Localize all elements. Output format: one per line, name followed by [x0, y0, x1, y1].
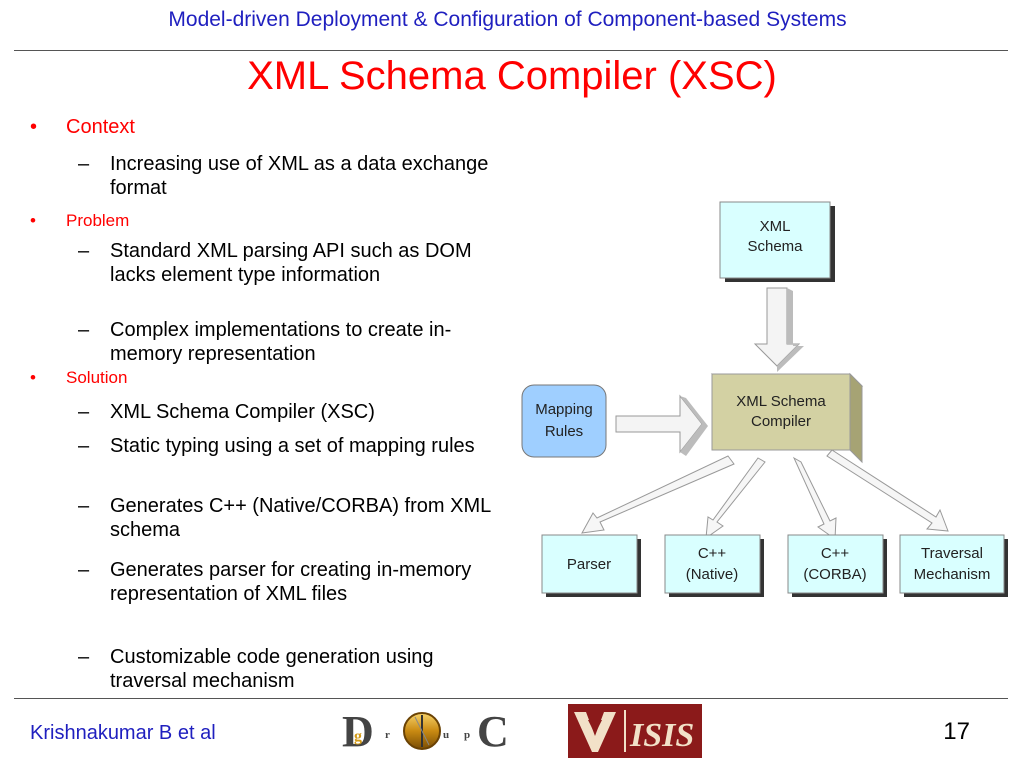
footer-author: Krishnakumar B et al	[30, 722, 216, 744]
svg-text:p: p	[464, 729, 470, 741]
sub-item-text: Generates parser for creating in-memory …	[110, 559, 472, 605]
svg-text:u: u	[443, 729, 449, 741]
xml-schema-label-2: Schema	[747, 238, 803, 255]
header-title: Model-driven Deployment & Configuration …	[168, 8, 847, 31]
doc-group-logo: D g r O u p C	[340, 705, 510, 756]
sub-item-text: Customizable code generation using trave…	[110, 646, 434, 692]
svg-text:ISIS: ISIS	[629, 717, 694, 754]
arrow-to-parser-icon	[581, 455, 735, 534]
bullet-heading: Solution	[66, 368, 128, 387]
output-arrows	[581, 449, 949, 540]
dash-glyph: –	[78, 435, 90, 457]
traversal-mechanism-box: Traversal Mechanism	[899, 534, 1008, 597]
dash-glyph: –	[78, 153, 90, 175]
compiler-label-2: Compiler	[751, 413, 811, 430]
native-label-2: (Native)	[686, 566, 739, 583]
bullet-glyph: •	[30, 368, 36, 387]
bullet-glyph: •	[30, 211, 36, 230]
xml-schema-compiler-box: XML Schema Compiler	[710, 372, 864, 464]
right-arrow-icon	[615, 394, 708, 456]
svg-text:r: r	[385, 729, 390, 741]
xml-schema-box: XML Schema	[719, 201, 835, 282]
dash-glyph: –	[78, 319, 90, 341]
native-label-1: C++	[698, 545, 727, 562]
header-divider	[14, 50, 1008, 51]
sub-item-text: XML Schema Compiler (XSC)	[110, 401, 375, 423]
bullet-list: • Context – Increasing use of XML as a d…	[0, 0, 500, 700]
arrow-to-traversal-icon	[826, 449, 949, 532]
bullet-glyph: •	[30, 116, 38, 138]
compiler-label-1: XML Schema	[736, 393, 826, 410]
parser-box: Parser	[541, 534, 641, 597]
footer-divider	[14, 698, 1008, 699]
dash-glyph: –	[78, 559, 90, 581]
bullet-heading: Context	[66, 116, 135, 138]
slide-title: XML Schema Compiler (XSC)	[247, 54, 777, 98]
dash-glyph: –	[78, 401, 90, 423]
traversal-label-2: Mechanism	[914, 566, 991, 583]
dash-glyph: –	[78, 646, 90, 668]
xsc-diagram: XML Schema XML Schema Compiler Mapping R…	[512, 196, 1012, 606]
mapping-rules-label-2: Rules	[545, 423, 583, 440]
svg-text:D: D	[342, 707, 374, 755]
arrow-to-native-icon	[705, 457, 766, 540]
traversal-label-1: Traversal	[921, 545, 983, 562]
dash-glyph: –	[78, 495, 90, 517]
page-number: 17	[943, 718, 970, 745]
sub-item-text: Generates C++ (Native/CORBA) from XML sc…	[110, 495, 491, 541]
sub-item-text: Complex implementations to create in-mem…	[110, 319, 452, 365]
sub-item-text: Standard XML parsing API such as DOM lac…	[110, 240, 472, 286]
svg-text:g: g	[354, 728, 362, 745]
svg-text:C: C	[477, 707, 509, 755]
xml-schema-label-1: XML	[760, 218, 791, 235]
dash-glyph: –	[78, 240, 90, 262]
mapping-rules-label-1: Mapping	[535, 401, 593, 418]
sub-item-text: Static typing using a set of mapping rul…	[110, 435, 475, 457]
isis-logo: ISIS	[568, 704, 702, 758]
parser-label: Parser	[567, 556, 611, 573]
xsc-diagram-svg: XML Schema XML Schema Compiler Mapping R…	[521, 201, 1008, 597]
bullet-heading: Problem	[66, 211, 130, 230]
sub-item-text: Increasing use of XML as a data exchange…	[110, 153, 489, 199]
mapping-rules-box: Mapping Rules	[521, 384, 607, 458]
cpp-corba-box: C++ (CORBA)	[787, 534, 887, 597]
corba-label-2: (CORBA)	[803, 566, 866, 583]
corba-label-1: C++	[821, 545, 850, 562]
cpp-native-box: C++ (Native)	[664, 534, 764, 597]
arrow-to-corba-icon	[792, 456, 837, 540]
down-arrow-icon	[753, 287, 804, 372]
